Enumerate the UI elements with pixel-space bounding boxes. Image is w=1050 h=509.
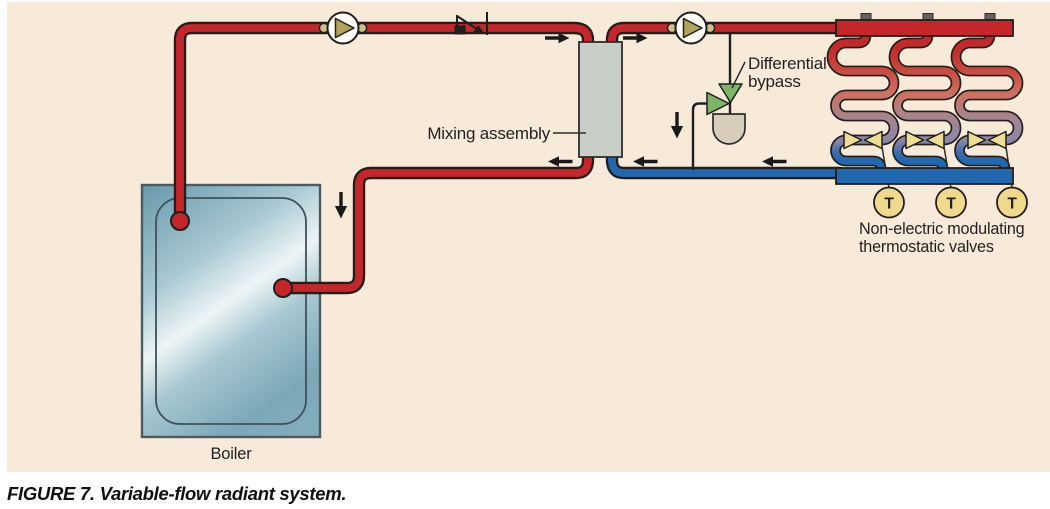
thermostatic-valve-icon xyxy=(843,130,863,150)
flow-arrow-right-icon xyxy=(545,32,570,44)
differential-bypass-piping xyxy=(691,33,732,170)
thermostat-letter: T xyxy=(946,196,956,213)
radiant-circuit-2-fill xyxy=(890,30,960,172)
bypass-valve-side-cone xyxy=(706,91,730,116)
secondary-return-pipe-fill xyxy=(608,148,842,177)
boiler-supply-pipe-fill xyxy=(176,24,592,221)
thermostatic-valves xyxy=(843,130,1007,150)
flow-arrow-left-icon xyxy=(548,156,573,167)
pump-impeller-icon xyxy=(682,17,703,39)
thermostat-dial xyxy=(873,186,905,219)
differential-bypass-pointer xyxy=(731,61,746,89)
boiler-return-tapping xyxy=(273,278,293,298)
radiant-circuits xyxy=(826,30,1024,172)
bypass-valve-top-cone xyxy=(718,83,743,104)
boiler-label: Boiler xyxy=(211,445,253,463)
radiant-circuit-3-fill xyxy=(952,30,1022,172)
thermostatic-valve-icon xyxy=(987,130,1007,150)
thermostatic-valves-label-line2: thermostatic valves xyxy=(859,238,994,256)
thermostatic-valve-icon xyxy=(863,130,883,150)
check-valve-weight xyxy=(454,25,466,35)
supply-manifold xyxy=(835,19,1014,37)
differential-bypass-label-line2: bypass xyxy=(748,72,801,91)
thermostatic-valves-label-line1: Non-electric modulating xyxy=(859,220,1024,238)
boiler-supply-tapping xyxy=(170,211,190,231)
differential-bypass-label-line1: Differential xyxy=(748,54,827,73)
thermostat-letter: T xyxy=(884,196,894,213)
thermostat-dial xyxy=(935,186,967,219)
mixing-assembly-label: Mixing assembly xyxy=(427,124,550,143)
circulator-pump-secondary xyxy=(666,11,716,45)
flow-arrow-left-icon xyxy=(633,156,658,167)
thermostat-dial xyxy=(996,186,1028,219)
flow-arrow-down-icon xyxy=(670,112,684,139)
thermostat-letter: T xyxy=(1007,196,1017,213)
figure-caption: FIGURE 7. Variable-flow radiant system. xyxy=(7,483,346,504)
boiler-body xyxy=(140,183,322,439)
bypass-outlet-line xyxy=(691,102,708,170)
flow-arrow-down-icon xyxy=(334,192,348,219)
return-manifold xyxy=(835,167,1014,185)
secondary-supply-pipe-fill xyxy=(608,24,842,50)
circulator-pump-primary xyxy=(318,11,368,45)
check-valve xyxy=(454,12,488,35)
flow-arrow-right-icon xyxy=(623,32,648,44)
thermostatic-actuators: T T T xyxy=(873,186,1028,219)
flow-direction-arrows xyxy=(334,32,787,219)
bypass-valve-diaphragm-dome xyxy=(712,113,746,145)
thermostatic-valve-icon xyxy=(905,130,925,150)
differential-bypass-valve xyxy=(706,83,746,145)
pump-impeller-icon xyxy=(334,17,355,39)
thermostatic-valve-icon xyxy=(925,130,945,150)
thermostatic-valve-icon xyxy=(967,130,987,150)
mixing-assembly xyxy=(578,41,623,158)
flow-arrow-left-icon xyxy=(762,156,787,167)
boiler-inner-outline xyxy=(155,197,307,425)
piping xyxy=(173,21,842,295)
radiant-circuit-1-fill xyxy=(828,30,898,172)
check-valve-arrowhead xyxy=(473,25,485,34)
boiler-return-pipe-fill xyxy=(284,148,592,292)
boiler xyxy=(140,183,322,439)
